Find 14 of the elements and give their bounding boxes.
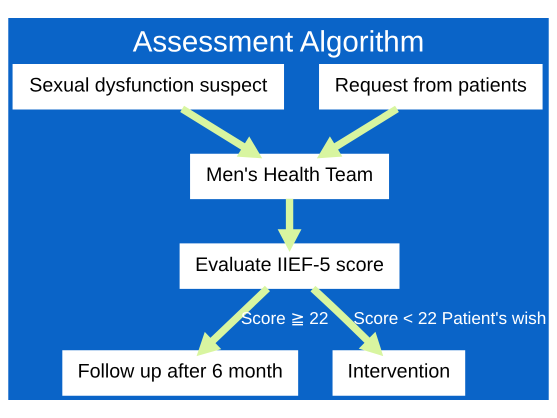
arrow <box>310 286 384 356</box>
arrow <box>316 106 399 158</box>
arrow <box>196 286 270 356</box>
node-box: Follow up after 6 month <box>62 350 298 396</box>
node-box: Request from patients <box>319 64 543 110</box>
diagram-title: Assessment Algorithm <box>132 25 424 58</box>
arrow <box>278 198 302 252</box>
arrow <box>180 106 262 158</box>
edge-label: Score ≧ 22 <box>240 308 328 328</box>
node-box: Evaluate IIEF-5 score <box>180 243 400 289</box>
node-box: Intervention <box>332 350 466 396</box>
edge-label: Score < 22 Patient's wish <box>353 308 546 328</box>
node-box: Sexual dysfunction suspect <box>12 64 284 110</box>
node-box: Men's Health Team <box>190 154 390 200</box>
